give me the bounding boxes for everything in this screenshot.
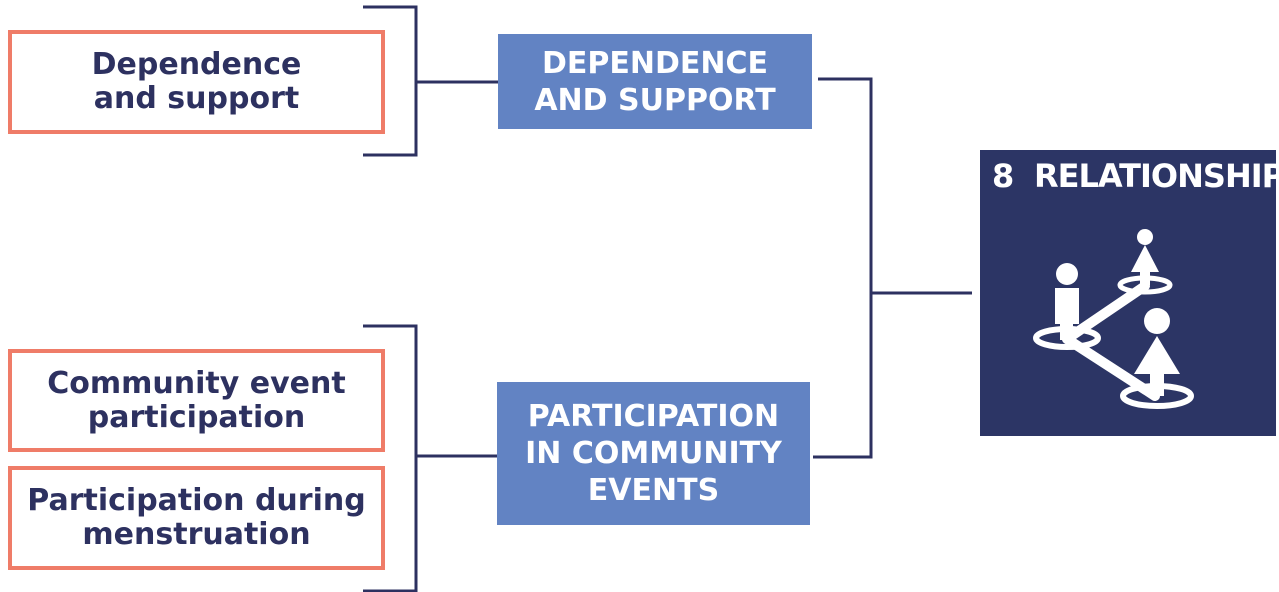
left-person-body [1055, 288, 1079, 324]
left-person-legs [1060, 322, 1073, 340]
bracket-participation [363, 324, 418, 592]
right-person-head [1144, 308, 1170, 334]
relationships-title: RELATIONSHIPS [1034, 157, 1279, 195]
right-person-legs [1150, 372, 1164, 396]
relationships-number: 8 [992, 157, 1015, 195]
people-network-icon [1033, 229, 1194, 409]
participation-during-menstruation-box: Participation during menstruation [8, 466, 385, 570]
left-person-head [1056, 263, 1078, 285]
dependence-support-label: Dependence and support [91, 47, 302, 116]
dependence-support-category-label: DEPENDENCE AND SUPPORT [534, 45, 776, 118]
merge-bracket [813, 77, 873, 459]
community-event-participation-label: Community event participation [47, 365, 346, 435]
participation-community-events-category: PARTICIPATION IN COMMUNITY EVENTS [497, 382, 810, 525]
top-person-legs [1140, 271, 1150, 285]
top-person-head [1137, 229, 1153, 245]
participation-community-events-category-label: PARTICIPATION IN COMMUNITY EVENTS [525, 399, 782, 508]
participation-during-menstruation-label: Participation during menstruation [27, 483, 366, 552]
community-event-participation-box: Community event participation [8, 349, 385, 452]
top-person-body [1131, 245, 1159, 272]
dependence-support-box: Dependence and support [8, 30, 385, 134]
right-person-body [1134, 336, 1180, 374]
dependence-support-category: DEPENDENCE AND SUPPORT [498, 34, 812, 129]
